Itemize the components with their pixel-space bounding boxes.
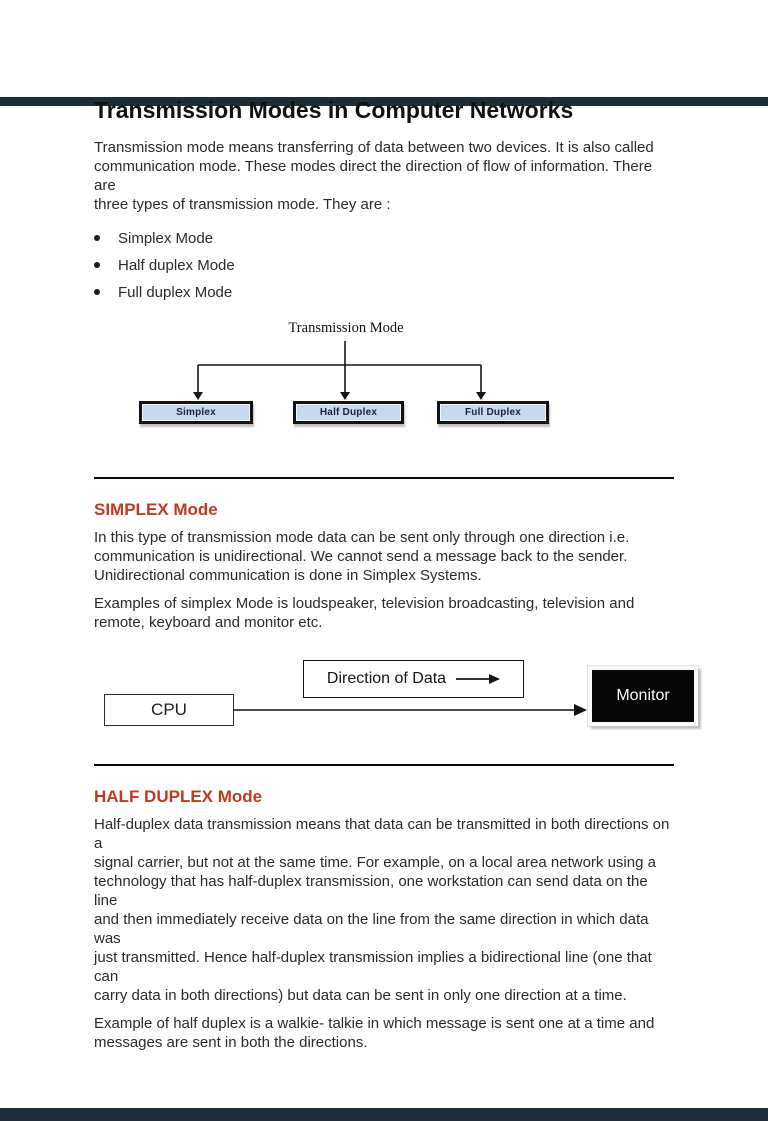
page-title: Transmission Modes in Computer Networks (94, 97, 574, 123)
tree-node-half-duplex: Half Duplex (293, 400, 404, 424)
list-item: Half duplex Mode (94, 258, 674, 273)
list-item: Full duplex Mode (94, 285, 674, 300)
list-item-label: Half duplex Mode (118, 256, 235, 274)
bullet-icon (94, 262, 100, 269)
simplex-paragraph-1: In this type of transmission mode data c… (94, 528, 630, 584)
list-item-label: Simplex Mode (118, 229, 214, 247)
direction-of-data-box: Direction of Data (303, 659, 524, 698)
simplex-flow-diagram: Direction of Data CPU Monitor (0, 652, 768, 748)
bullet-icon (94, 289, 100, 296)
list-item-label: Full duplex Mode (118, 283, 233, 301)
transmission-mode-tree-diagram: Transmission Mode Simplex Half Duplex Fu… (0, 318, 768, 430)
tree-node-simplex: Simplex (139, 400, 253, 424)
cpu-box: CPU (104, 693, 234, 726)
half-duplex-section-heading: HALF DUPLEX Mode (94, 786, 263, 806)
viewer-top-bar (0, 97, 768, 106)
intro-paragraph: Transmission mode means transferring of … (94, 138, 654, 213)
section-divider (94, 476, 674, 479)
list-item: Simplex Mode (94, 231, 674, 246)
direction-of-data-label: Direction of Data (326, 669, 447, 687)
tree-connector-arrows (193, 340, 486, 400)
simplex-section-heading: SIMPLEX Mode (94, 499, 218, 519)
bullet-icon (94, 235, 100, 242)
section-divider (94, 763, 674, 766)
half-duplex-paragraph-2: Example of half duplex is a walkie- talk… (94, 1014, 655, 1051)
document-page: Transmission Modes in Computer Networks … (0, 97, 768, 1052)
transmission-mode-list: Simplex Mode Half duplex Mode Full duple… (94, 231, 674, 300)
monitor-box: Monitor (588, 665, 698, 726)
right-arrow-icon (456, 673, 501, 684)
half-duplex-paragraph-1: Half-duplex data transmission means that… (94, 815, 670, 1004)
tree-node-full-duplex: Full Duplex (437, 400, 549, 424)
viewer-bottom-bar (0, 1108, 768, 1121)
tree-root-label: Transmission Mode (288, 319, 404, 336)
data-flow-arrow (233, 703, 587, 716)
simplex-paragraph-2: Examples of simplex Mode is loudspeaker,… (94, 594, 635, 631)
